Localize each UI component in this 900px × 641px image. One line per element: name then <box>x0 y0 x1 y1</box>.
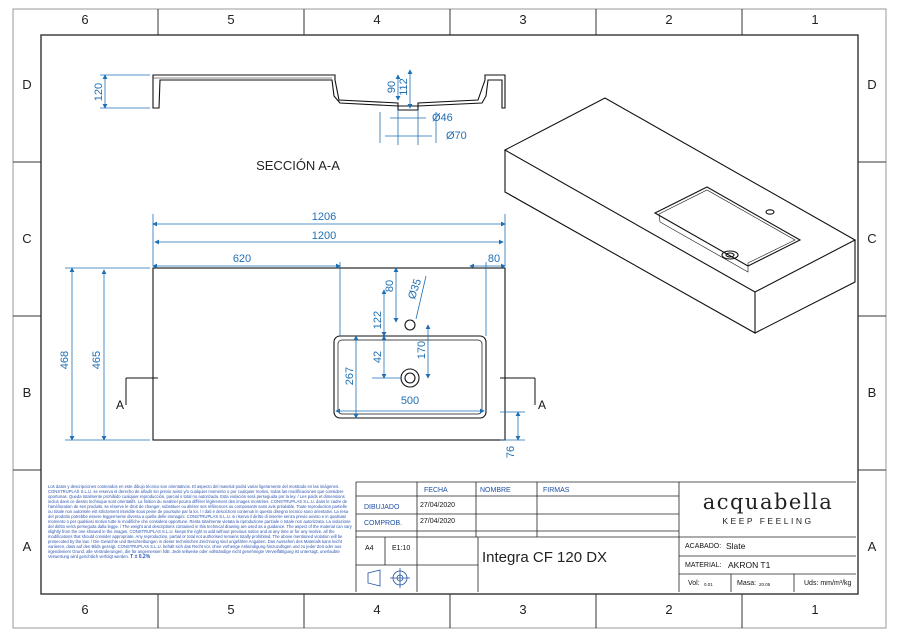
zone-col-5-bottom: 5 <box>227 602 235 617</box>
zone-col-4-bottom: 4 <box>373 602 381 617</box>
scale: E1:10 <box>392 545 411 552</box>
zone-col-2-top: 2 <box>665 12 673 27</box>
header-nombre: NOMBRE <box>480 487 511 494</box>
plan-dimensions <box>65 214 525 441</box>
isometric-view <box>503 97 857 334</box>
dim-basin-267: 267 <box>344 367 356 385</box>
zone-col-3-top: 3 <box>519 12 527 27</box>
brand-name: acquabella <box>702 490 834 514</box>
zone-col-2-bottom: 2 <box>665 602 673 617</box>
material-value: AKRON T1 <box>728 560 771 570</box>
dim-width-1200: 1200 <box>312 230 336 242</box>
acabado-label: ACABADO: <box>685 543 722 550</box>
zone-row-c-right: C <box>867 231 877 246</box>
section-title: SECCIÓN A-A <box>256 158 340 173</box>
dim-depth-468: 468 <box>59 351 71 369</box>
zone-row-d-right: D <box>867 77 877 92</box>
zone-row-a-right: A <box>867 539 877 554</box>
vol-label: Vol: <box>688 580 700 587</box>
zone-col-5-top: 5 <box>227 12 235 27</box>
dim-drain-70: Ø70 <box>446 130 467 142</box>
row-comprob-date: 27/04/2020 <box>420 518 456 525</box>
zone-row-c-left: C <box>22 231 32 246</box>
zone-row-b-left: B <box>22 385 32 400</box>
dim-basin-42: 42 <box>372 351 384 363</box>
brand-tagline: KEEP FEELING <box>722 516 814 526</box>
sheet-frame <box>12 8 887 629</box>
dim-section-height: 120 <box>93 83 105 101</box>
projection-symbol <box>367 568 410 588</box>
zone-col-3-bottom: 3 <box>519 602 527 617</box>
tolerance-note: T ± 0.2% <box>130 554 151 560</box>
material-label: MATERIAL: <box>685 562 722 569</box>
units-label: Uds: mm/m³/kg <box>804 580 852 587</box>
dim-offset-620: 620 <box>233 253 251 265</box>
sheet-size: A4 <box>365 545 374 552</box>
dim-width-1206: 1206 <box>312 211 336 223</box>
zone-col-4-top: 4 <box>373 12 381 27</box>
zone-row-a-left: A <box>22 539 32 554</box>
zone-col-6-top: 6 <box>81 12 89 27</box>
dim-basin-170: 170 <box>416 341 428 359</box>
legal-disclaimer: Los datos y descripciones contenidos en … <box>48 484 352 590</box>
header-firmas: FIRMAS <box>543 487 570 494</box>
dim-tap-80: 80 <box>384 280 396 292</box>
dim-drain-46: Ø46 <box>432 112 453 124</box>
acabado-value: Slate <box>726 541 746 551</box>
dim-offset-80: 80 <box>488 253 500 265</box>
dim-depth-465: 465 <box>91 351 103 369</box>
header-fecha: FECHA <box>424 487 448 494</box>
zone-col-1-bottom: 1 <box>811 602 819 617</box>
zone-row-d-left: D <box>22 77 32 92</box>
section-dimensions <box>100 69 437 145</box>
product-name: Integra CF 120 DX <box>482 549 608 566</box>
zone-col-1-top: 1 <box>811 12 819 27</box>
zone-col-6-bottom: 6 <box>81 602 89 617</box>
dim-basin-122: 122 <box>372 311 384 329</box>
plan-view <box>152 267 506 441</box>
row-dibujado-label: DIBUJADO <box>364 504 400 511</box>
section-marker-left: A <box>116 398 124 412</box>
masa-value: 20.05 <box>759 582 771 587</box>
dim-section-depth-90: 90 <box>386 81 398 93</box>
section-markers <box>125 377 536 405</box>
row-dibujado-date: 27/04/2020 <box>420 502 456 509</box>
dim-basin-500: 500 <box>401 395 419 407</box>
vol-value: 0.01 <box>704 582 713 587</box>
title-block-grid <box>355 481 856 592</box>
section-view <box>152 74 506 111</box>
zone-row-b-right: B <box>867 385 877 400</box>
section-marker-right: A <box>538 398 546 412</box>
brand-logo: acquabella KEEP FEELING <box>683 490 853 526</box>
dim-section-depth-112: 112 <box>398 78 410 96</box>
row-comprob-label: COMPROB. <box>364 520 403 527</box>
masa-label: Masa: <box>737 580 757 587</box>
dim-height-76: 76 <box>505 446 517 458</box>
disclaimer-text: Los datos y descripciones contenidos en … <box>48 484 352 559</box>
